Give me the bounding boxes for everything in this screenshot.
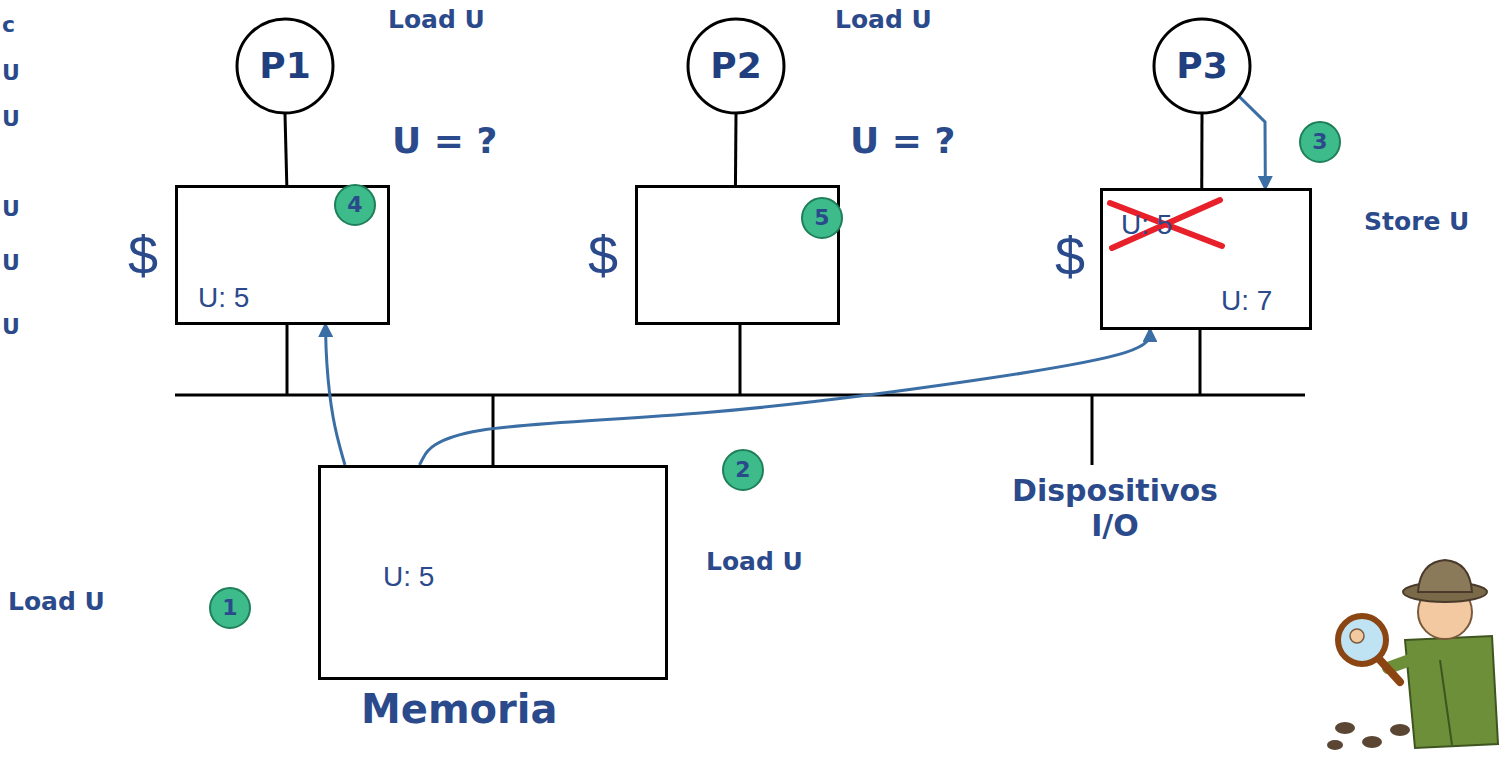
side-letter: c	[2, 12, 15, 37]
processor-link	[285, 114, 287, 185]
cache-box: $U: 5U: 7	[1100, 188, 1312, 330]
cache-value: U: 5	[198, 282, 249, 314]
operation-label: Load U	[388, 6, 485, 35]
operation-label: Store U	[1364, 208, 1469, 237]
processor-name: P1	[259, 45, 310, 86]
memory-value: U: 5	[383, 561, 434, 593]
side-letter: U	[2, 106, 20, 131]
value-query: U = ?	[850, 120, 955, 161]
bus-connection	[286, 325, 289, 395]
side-letter: U	[2, 196, 20, 221]
processor-link	[734, 114, 738, 185]
operation-label: Load U	[835, 6, 932, 35]
operation-label: Load U	[706, 548, 803, 577]
processor-link	[1200, 114, 1203, 188]
outline	[723, 450, 763, 490]
outline	[1300, 122, 1340, 162]
cache-value: U: 7	[1221, 285, 1272, 317]
callout-number: 2	[735, 457, 750, 482]
operation-label: Load U	[8, 588, 105, 617]
stale-value: U: 5	[1121, 209, 1172, 241]
processor-circle: P1	[235, 17, 335, 115]
outline	[335, 185, 375, 225]
cache-symbol: $	[1055, 225, 1085, 287]
cache-symbol: $	[128, 224, 158, 286]
data-transfer-arrow	[420, 330, 1151, 465]
callout-number: 2	[721, 448, 765, 492]
store-arrow	[1240, 97, 1266, 188]
device-label: Dispositivos I/O	[985, 474, 1245, 543]
side-letter: U	[2, 250, 20, 275]
data-transfer-arrow	[326, 325, 345, 465]
callout-number: 1	[208, 586, 252, 630]
bus-connection	[1091, 395, 1094, 465]
cache-symbol: $	[588, 224, 618, 286]
callout-number: 5	[800, 196, 844, 240]
processor-name: P3	[1176, 45, 1227, 86]
processor-name: P2	[710, 45, 761, 86]
callout-number: 1	[222, 595, 237, 620]
processor-circle: P2	[686, 17, 786, 115]
bus-connection	[1199, 330, 1202, 395]
bus-connection	[739, 325, 742, 395]
outline	[802, 198, 842, 238]
outline	[688, 19, 784, 113]
outline	[210, 588, 250, 628]
outline	[1154, 19, 1250, 113]
callout-number: 5	[814, 205, 829, 230]
memory-title: Memoria	[361, 686, 558, 732]
detective-clipart	[1327, 560, 1498, 750]
callout-number: 4	[347, 192, 362, 217]
side-letter: U	[2, 314, 20, 339]
value-query: U = ?	[392, 120, 497, 161]
callout-number: 4	[333, 183, 377, 227]
side-letter: U	[2, 60, 20, 85]
processor-circle: P3	[1152, 17, 1252, 115]
callout-number: 3	[1298, 120, 1342, 164]
cross-out-mark	[1110, 200, 1222, 248]
memory-box: U: 5Memoria	[318, 465, 668, 680]
callout-number: 3	[1312, 129, 1327, 154]
outline	[237, 19, 333, 113]
